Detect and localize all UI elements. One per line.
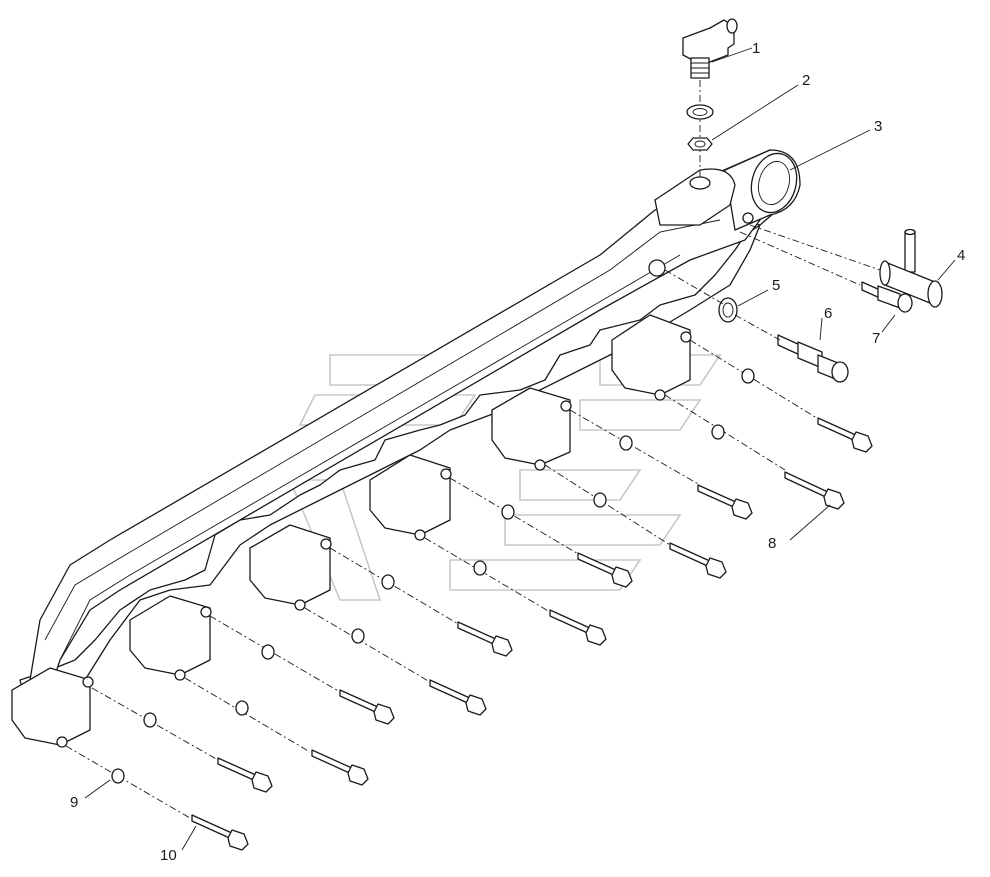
tee-pipe-fitting [879, 228, 943, 308]
bolt [191, 814, 249, 851]
callout-10: 10 [160, 847, 177, 864]
callout-1: 1 [752, 40, 760, 57]
callout-4: 4 [957, 247, 965, 264]
bolt [669, 542, 727, 579]
bolt [784, 471, 845, 510]
callout-8: 8 [768, 535, 776, 552]
assembly-lines [65, 224, 881, 819]
bolt [457, 621, 513, 657]
callout-5: 5 [772, 277, 780, 294]
callout-7: 7 [872, 330, 880, 347]
washers [111, 368, 755, 784]
bolts [191, 417, 873, 851]
callout-2: 2 [802, 72, 810, 89]
manifold-body [11, 149, 801, 748]
bolt [217, 757, 273, 793]
callout-9: 9 [70, 794, 78, 811]
callout-3: 3 [874, 118, 882, 135]
bolt [429, 679, 487, 716]
bolt [549, 609, 607, 646]
sensor-6 [777, 334, 849, 383]
sealing-ring-5 [718, 297, 738, 323]
bolt [697, 484, 753, 520]
bolt [817, 417, 873, 453]
manifold-flanges [11, 314, 692, 748]
elbow-fitting [682, 18, 738, 79]
sealing-ring-2 [686, 104, 714, 151]
callout-6: 6 [824, 305, 832, 322]
sensor-7 [861, 281, 913, 313]
bolt [339, 689, 395, 725]
callouts: 1 2 3 4 5 6 7 8 9 10 [70, 40, 965, 864]
bolt [577, 552, 633, 588]
leader-lines [84, 47, 956, 851]
bolt [311, 749, 369, 786]
